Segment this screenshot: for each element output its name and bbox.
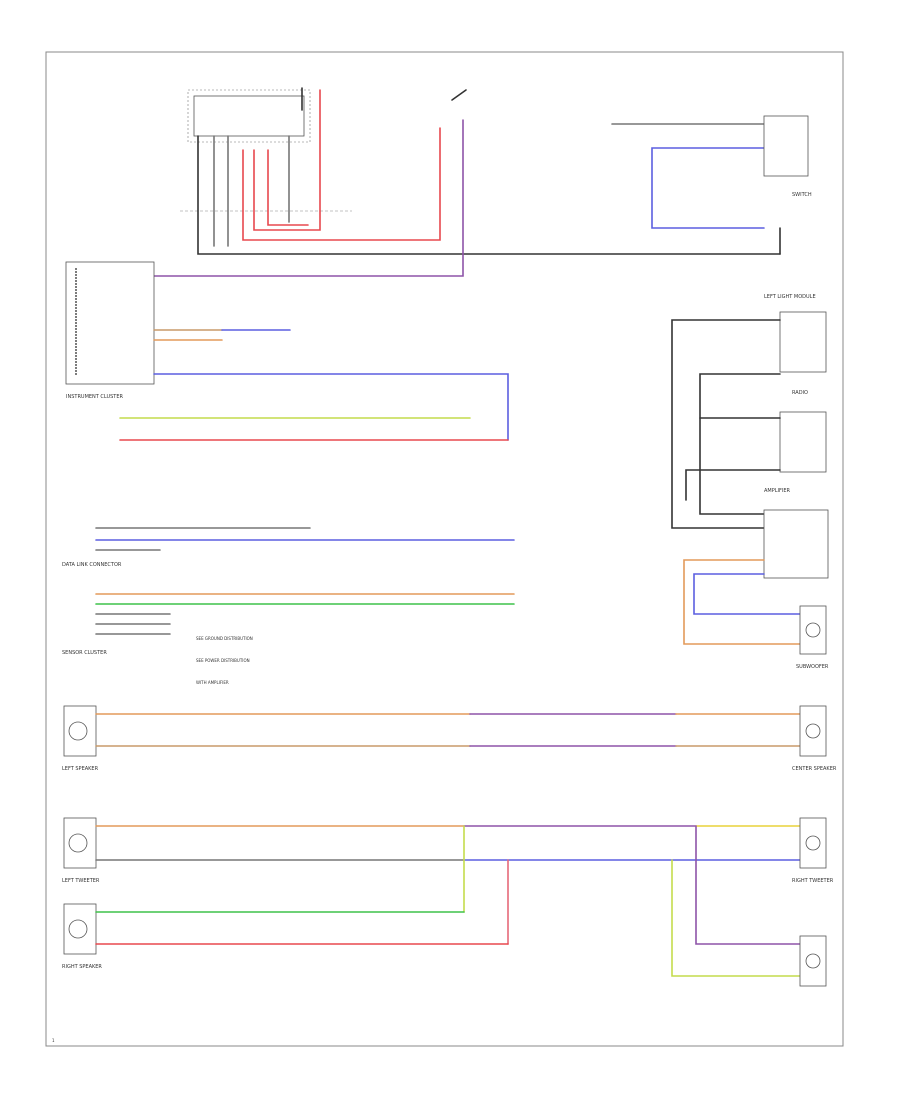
label-subwoofer: SUBWOOFER <box>796 664 829 670</box>
label-radio: RADIO <box>792 390 808 396</box>
note-ground: SEE GROUND DISTRIBUTION <box>196 636 253 641</box>
label-left-speaker: LEFT SPEAKER <box>62 766 99 772</box>
switch-top-right <box>611 115 809 255</box>
footer-code: 1 <box>52 1038 55 1043</box>
label-right-speaker: RIGHT SPEAKER <box>62 964 102 970</box>
label-amplifier: AMPLIFIER <box>764 488 791 494</box>
label-sensor-cluster: SENSOR CLUSTER <box>62 650 107 656</box>
top-module <box>153 87 781 277</box>
label-center-speaker: CENTER SPEAKER <box>792 766 837 772</box>
sensor-cluster: SENSOR CLUSTER SEE GROUND DISTRIBUTION S… <box>62 593 515 685</box>
rear-speaker <box>799 935 827 987</box>
right-speaker-bottom: RIGHT SPEAKER <box>62 903 509 970</box>
subwoofer: SUBWOOFER <box>796 605 829 670</box>
instrument-cluster: INSTRUMENT CLUSTER <box>65 261 509 441</box>
right-tweeter: RIGHT TWEETER <box>792 817 834 884</box>
diagram-border <box>45 51 844 1047</box>
label-instrument-cluster: INSTRUMENT CLUSTER <box>66 394 124 400</box>
right-amplifier: RADIO AMPLIFIER LEFT LIGHT MODULE SWITCH <box>671 192 829 645</box>
label-left-light-module: LEFT LIGHT MODULE <box>764 294 816 300</box>
center-speaker: CENTER SPEAKER <box>792 705 837 772</box>
label-switch: SWITCH <box>792 192 812 198</box>
left-tweeter: LEFT TWEETER <box>62 817 801 977</box>
label-right-tweeter: RIGHT TWEETER <box>792 878 834 884</box>
label-data-link-connector: DATA LINK CONNECTOR <box>62 562 122 568</box>
label-left-tweeter: LEFT TWEETER <box>62 878 100 884</box>
data-link-connector: DATA LINK CONNECTOR <box>62 527 515 568</box>
note-amplifier: WITH AMPLIFIER <box>196 680 229 685</box>
note-power: SEE POWER DISTRIBUTION <box>196 658 250 663</box>
left-speaker: LEFT SPEAKER <box>62 705 801 772</box>
